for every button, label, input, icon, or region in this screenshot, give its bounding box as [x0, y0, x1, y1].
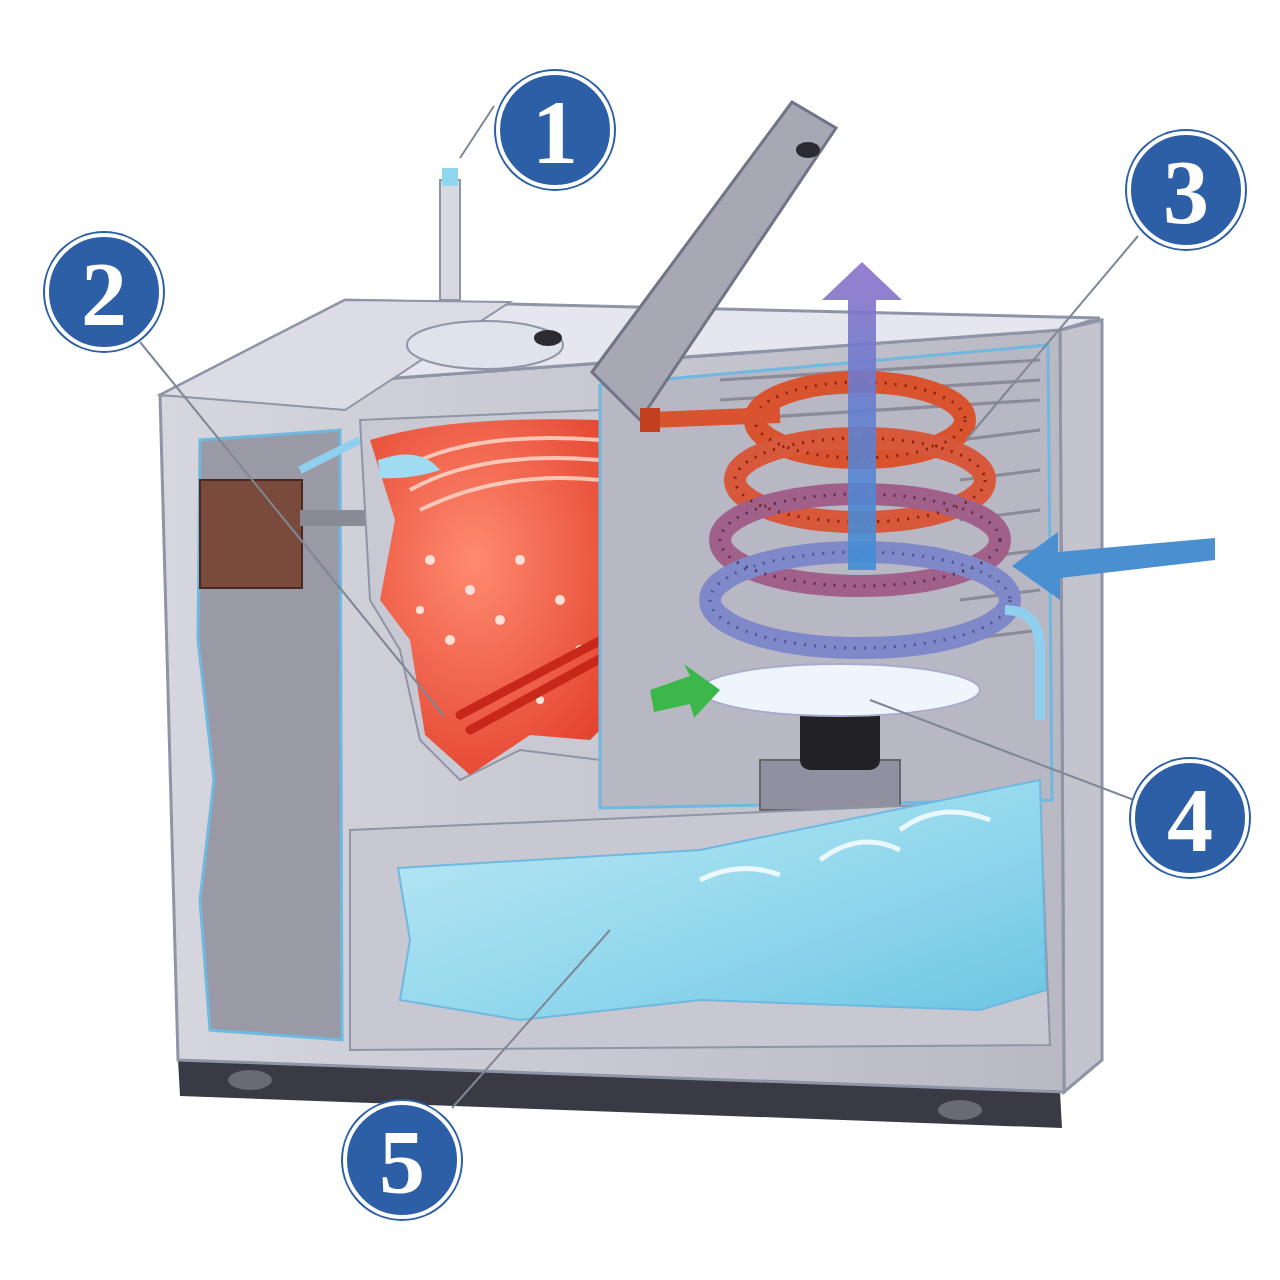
callout-number: 4	[1131, 759, 1249, 877]
callout-number: 1	[496, 71, 614, 189]
callout-text: 2	[81, 248, 127, 340]
callout-text: 5	[379, 1116, 425, 1208]
callout-text: 4	[1167, 774, 1213, 866]
callout-text: 1	[532, 86, 578, 178]
callout-number: 2	[45, 233, 163, 351]
callout-number: 3	[1127, 131, 1245, 249]
callout-number: 5	[343, 1101, 461, 1219]
callout-text: 3	[1163, 146, 1209, 238]
